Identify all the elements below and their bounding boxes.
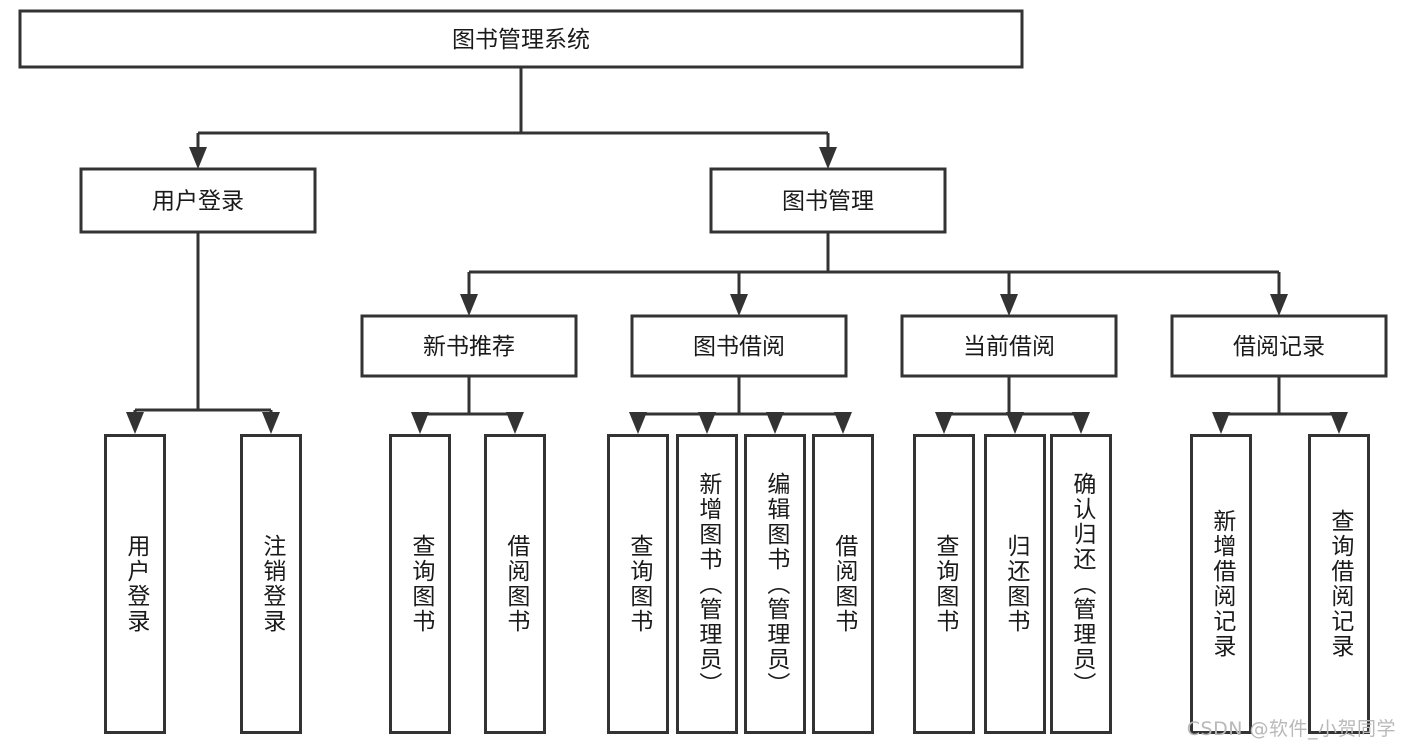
leaf-borrow-record-arrow-0: [1212, 412, 1230, 434]
leaf-borrow-record-arrow-1: [1330, 412, 1348, 434]
node-label-new-book-recommend: 新书推荐: [423, 334, 515, 360]
leaf-user-login-arrow-1: [262, 412, 280, 434]
bookmanage-to-level3-arrow-2: [1000, 294, 1018, 316]
connector-layer: [126, 67, 1348, 434]
node-leaf-add-borrow-record[interactable]: 新增借阅记录: [1190, 434, 1252, 734]
node-label-book-manage: 图书管理: [782, 189, 874, 215]
node-label-book-borrow: 图书借阅: [693, 334, 785, 360]
leaf-book-borrow-arrow-0: [629, 412, 647, 434]
watermark-text: CSDN @软件_小贺同学: [1186, 718, 1396, 740]
node-leaf-borrow-book-1[interactable]: 借阅图书: [484, 434, 546, 734]
node-book-manage[interactable]: [709, 167, 947, 234]
node-label-leaf-query-borrow-record: 查询借阅记录: [1326, 509, 1353, 659]
node-leaf-borrow-book-2[interactable]: 借阅图书: [812, 434, 874, 734]
leaf-current-borrow-arrow-1: [1006, 412, 1024, 434]
leaf-book-borrow-arrow-1: [698, 412, 716, 434]
node-leaf-logout-login[interactable]: 注销登录: [240, 434, 302, 734]
bookmanage-to-level3-arrow-3: [1270, 294, 1288, 316]
node-label-leaf-borrow-book-2: 借阅图书: [830, 534, 857, 634]
leaf-book-borrow-arrow-3: [834, 412, 852, 434]
leaf-new-book-recommend-arrow-0: [411, 412, 429, 434]
node-label-leaf-query-book-1: 查询图书: [407, 534, 434, 634]
node-label-borrow-record: 借阅记录: [1233, 334, 1325, 360]
node-label-leaf-return-book: 归还图书: [1002, 534, 1029, 634]
leaf-book-borrow-arrow-2: [766, 412, 784, 434]
node-label-leaf-add-book-admin: 新增图书（管理员）: [694, 471, 721, 697]
node-label-leaf-edit-book-admin: 编辑图书（管理员）: [762, 471, 789, 697]
node-label-leaf-user-login: 用户登录: [122, 534, 149, 634]
node-leaf-add-book-admin[interactable]: 新增图书（管理员）: [676, 434, 738, 734]
node-label-leaf-add-borrow-record: 新增借阅记录: [1208, 509, 1235, 659]
node-label-leaf-borrow-book-1: 借阅图书: [502, 534, 529, 634]
node-book-borrow[interactable]: [630, 314, 848, 378]
node-user-login[interactable]: [79, 167, 317, 234]
node-leaf-confirm-return-admin[interactable]: 确认归还（管理员）: [1050, 434, 1112, 734]
node-label-user-login: 用户登录: [152, 189, 244, 215]
root-to-level2-arrow-1: [819, 147, 837, 169]
node-label-leaf-logout-login: 注销登录: [258, 534, 285, 634]
leaf-current-borrow-arrow-0: [935, 412, 953, 434]
node-leaf-query-book-1[interactable]: 查询图书: [389, 434, 451, 734]
node-label-leaf-query-book-3: 查询图书: [931, 534, 958, 634]
node-leaf-query-borrow-record[interactable]: 查询借阅记录: [1308, 434, 1370, 734]
node-leaf-query-book-2[interactable]: 查询图书: [607, 434, 669, 734]
node-label-leaf-query-book-2: 查询图书: [625, 534, 652, 634]
node-new-book-recommend[interactable]: [360, 314, 578, 378]
node-leaf-user-login[interactable]: 用户登录: [104, 434, 166, 734]
node-leaf-edit-book-admin[interactable]: 编辑图书（管理员）: [744, 434, 806, 734]
node-root[interactable]: [18, 9, 1024, 69]
bookmanage-to-level3-arrow-1: [730, 294, 748, 316]
node-label-leaf-confirm-return-admin: 确认归还（管理员）: [1068, 471, 1095, 697]
leaf-current-borrow-arrow-2: [1072, 412, 1090, 434]
node-label-root: 图书管理系统: [452, 27, 590, 53]
leaf-new-book-recommend-arrow-1: [506, 412, 524, 434]
node-leaf-return-book[interactable]: 归还图书: [984, 434, 1046, 734]
node-borrow-record[interactable]: [1170, 314, 1388, 378]
root-to-level2-arrow-0: [189, 147, 207, 169]
bookmanage-to-level3-arrow-0: [460, 294, 478, 316]
leaf-user-login-arrow-0: [126, 412, 144, 434]
node-label-current-borrow: 当前借阅: [963, 334, 1055, 360]
node-box-layer: [18, 9, 1388, 378]
node-current-borrow[interactable]: [900, 314, 1118, 378]
node-leaf-query-book-3[interactable]: 查询图书: [913, 434, 975, 734]
